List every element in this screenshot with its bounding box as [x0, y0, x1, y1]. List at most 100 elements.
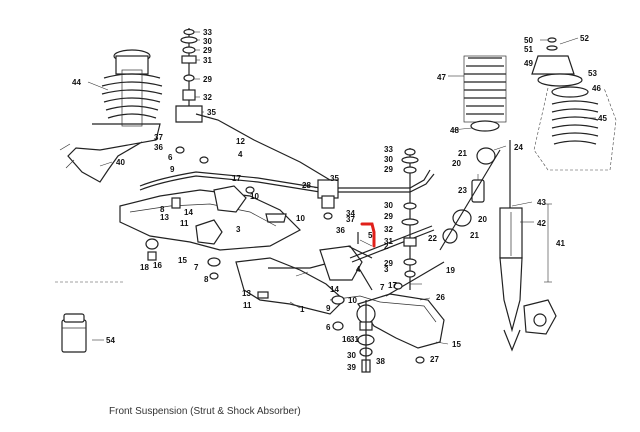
callout-10-mid: 10: [296, 214, 305, 223]
callout-labels: 33 30 29 31 29 32 35 44 40 37 36 12 6 4 …: [72, 28, 607, 372]
callout-23: 23: [458, 186, 467, 195]
callout-24: 24: [514, 143, 523, 152]
callout-16-bottom: 16: [342, 335, 351, 344]
callout-19: 19: [446, 266, 455, 275]
callout-4-bottom: 4: [356, 265, 361, 274]
callout-8: 8: [160, 205, 165, 214]
top-mount-stack: [175, 28, 331, 181]
callout-14-bottom: 14: [330, 285, 339, 294]
callout-40: 40: [116, 158, 125, 167]
callout-30-bottom: 30: [347, 351, 356, 360]
callout-17-bottom: 17: [388, 281, 397, 290]
callout-44: 44: [72, 78, 81, 87]
callout-1: 1: [300, 305, 305, 314]
callout-30-right-b: 30: [384, 201, 393, 210]
right-bushings: [439, 147, 501, 251]
callout-41: 41: [556, 239, 565, 248]
callout-7-bottom: 7: [380, 283, 385, 292]
callout-15-left: 15: [178, 256, 187, 265]
callout-36-mid: 36: [336, 226, 345, 235]
callout-29-right-b: 29: [384, 212, 393, 221]
stabilizer-bar: [139, 169, 435, 209]
callout-6: 6: [168, 153, 173, 162]
callout-39: 39: [347, 363, 356, 372]
diagram-caption: Front Suspension (Strut & Shock Absorber…: [109, 406, 301, 417]
callout-29-top: 29: [203, 46, 212, 55]
callout-9-left: 9: [170, 165, 175, 174]
callout-8-left: 8: [204, 275, 209, 284]
callout-22: 22: [428, 234, 437, 243]
callout-10-bottom: 10: [348, 296, 357, 305]
leader-lines: [87, 31, 596, 345]
callout-43: 43: [537, 198, 546, 207]
callout-27: 27: [430, 355, 439, 364]
callout-37-left: 37: [154, 133, 163, 142]
callout-49: 49: [524, 59, 533, 68]
callout-31-bottom: 31: [350, 335, 359, 344]
callout-52: 52: [580, 34, 589, 43]
callout-29-right-c: 29: [384, 259, 393, 268]
callout-5: 5: [368, 231, 373, 240]
callout-2: 2: [384, 242, 389, 251]
callout-18: 18: [140, 263, 149, 272]
lower-link-frame: [235, 245, 381, 315]
lower-arm-right: [356, 293, 445, 349]
callout-11-bottom: 11: [243, 301, 252, 310]
grease-container: [55, 281, 124, 353]
callout-31-top: 31: [203, 56, 212, 65]
callout-33-top: 33: [203, 28, 212, 37]
callout-29-mid: 29: [203, 75, 212, 84]
callout-50: 50: [524, 36, 533, 45]
callout-48: 48: [450, 126, 459, 135]
strut-assembly-left: [59, 49, 163, 183]
callout-10-top: 10: [250, 192, 259, 201]
callout-35-top: 35: [207, 108, 216, 117]
callout-21-bottom: 21: [470, 231, 479, 240]
callout-53: 53: [588, 69, 597, 78]
callout-20-bottom: 20: [478, 215, 487, 224]
callout-13-bottom: 13: [242, 289, 251, 298]
callout-54: 54: [106, 336, 115, 345]
callout-16-left: 16: [153, 261, 162, 270]
tension-rod: [347, 225, 445, 297]
callout-14-left: 14: [184, 208, 193, 217]
callout-3-left: 3: [236, 225, 241, 234]
callout-30-top: 30: [203, 37, 212, 46]
callout-30-right: 30: [384, 155, 393, 164]
callout-32-top: 32: [203, 93, 212, 102]
callout-31-right: 31: [384, 237, 393, 246]
callout-37-mid: 37: [346, 215, 355, 224]
callout-42: 42: [537, 219, 546, 228]
top-mount-and-spring: [531, 37, 617, 171]
highlight-bracket: [360, 222, 376, 248]
strut-shock-absorber: [499, 140, 557, 352]
callout-20-top: 20: [452, 159, 461, 168]
callout-32-right: 32: [384, 225, 393, 234]
callout-33-right: 33: [384, 145, 393, 154]
callout-7-left: 7: [194, 263, 199, 272]
callout-12: 12: [236, 137, 245, 146]
callout-28: 28: [302, 181, 311, 190]
ball-joint-stack: [357, 300, 375, 373]
misc-fasteners: [145, 146, 425, 364]
callout-45: 45: [598, 114, 607, 123]
callout-9-bottom: 9: [326, 304, 331, 313]
dust-boot: [463, 55, 507, 132]
callout-35-mid: 35: [330, 174, 339, 183]
callout-46: 46: [592, 84, 601, 93]
callout-29-right-a: 29: [384, 165, 393, 174]
callout-4-top: 4: [238, 150, 243, 159]
callout-47: 47: [437, 73, 446, 82]
callout-26: 26: [436, 293, 445, 302]
callout-6-bottom: 6: [326, 323, 331, 332]
callout-13-left: 13: [160, 213, 169, 222]
crossmember: [119, 185, 301, 251]
callout-15-right: 15: [452, 340, 461, 349]
callout-17-left: 17: [232, 174, 241, 183]
callout-3-bottom: 3: [384, 265, 389, 274]
stabilizer-link-stack: [401, 148, 419, 290]
callout-21-top: 21: [458, 149, 467, 158]
callout-51: 51: [524, 45, 533, 54]
callout-11-left: 11: [180, 219, 189, 228]
